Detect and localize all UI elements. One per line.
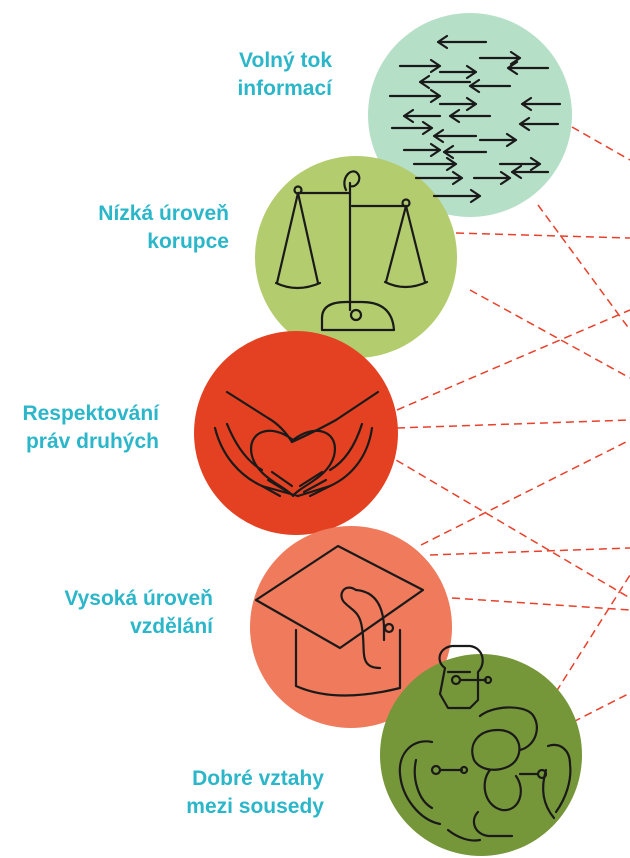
connector-line — [396, 419, 630, 429]
arrow-left-icon — [506, 60, 550, 76]
label-neighbours-line2: mezi sousedy — [186, 795, 324, 818]
connector-line — [373, 446, 630, 599]
arrow-right-icon — [398, 58, 442, 74]
connector-line — [469, 289, 630, 379]
connector-line — [572, 692, 630, 723]
connector-line — [571, 126, 630, 161]
arrow-left-icon — [442, 144, 488, 160]
label-information: Volný tok informací — [237, 47, 332, 103]
arrow-right-icon — [438, 64, 478, 80]
arrow-left-icon — [510, 164, 550, 180]
arrow-left-icon — [518, 116, 560, 132]
arrow-right-icon — [438, 96, 478, 112]
graduation-cap-icon — [254, 544, 425, 697]
connector-line — [451, 597, 630, 611]
heart-hands-icon — [213, 390, 380, 498]
circle-education — [250, 526, 452, 728]
connector-line — [420, 439, 630, 546]
scales-icon — [274, 170, 429, 332]
arrow-right-icon — [388, 88, 442, 104]
arrow-right-icon — [412, 156, 458, 172]
connector-line — [396, 309, 630, 411]
label-neighbours: Dobré vztahy mezi sousedy — [186, 765, 324, 821]
label-education-line1: Vysoká úroveň — [64, 587, 213, 610]
connector-lines — [373, 126, 630, 723]
connector-line — [555, 574, 630, 693]
label-education: Vysoká úroveň vzdělání — [64, 585, 213, 641]
arrow-left-icon — [402, 108, 442, 124]
arrow-right-icon — [478, 132, 518, 148]
label-information-line2: informací — [237, 77, 332, 100]
arrow-right-icon — [402, 142, 442, 158]
arrow-left-icon — [436, 34, 488, 50]
arrow-left-icon — [432, 128, 478, 144]
connector-line — [455, 232, 630, 239]
arrows-icon — [388, 34, 562, 204]
label-information-line1: Volný tok — [239, 49, 332, 72]
arrow-right-icon — [498, 156, 542, 172]
arrow-left-icon — [468, 78, 512, 94]
label-rights: Respektování práv druhých — [22, 400, 159, 456]
arrow-left-icon — [448, 108, 492, 124]
label-education-line2: vzdělání — [130, 615, 213, 638]
arrow-right-icon — [432, 188, 482, 204]
label-rights-line1: Respektování — [22, 402, 159, 425]
label-corruption-line2: korupce — [147, 230, 229, 253]
people-talking-icon — [398, 644, 572, 842]
arrow-right-icon — [478, 50, 522, 66]
label-corruption: Nízká úroveň korupce — [98, 200, 229, 256]
connector-line — [429, 547, 630, 556]
circle-rights — [194, 331, 398, 535]
label-rights-line2: práv druhých — [25, 430, 159, 453]
arrow-right-icon — [472, 170, 512, 186]
arrow-left-icon — [520, 96, 562, 112]
arrow-right-icon — [414, 170, 464, 186]
label-neighbours-line1: Dobré vztahy — [192, 767, 324, 790]
connector-line — [537, 204, 630, 331]
label-corruption-line1: Nízká úroveň — [98, 202, 229, 225]
circle-neighbours — [380, 654, 582, 856]
arrow-right-icon — [390, 120, 434, 136]
arrow-left-icon — [418, 74, 472, 90]
